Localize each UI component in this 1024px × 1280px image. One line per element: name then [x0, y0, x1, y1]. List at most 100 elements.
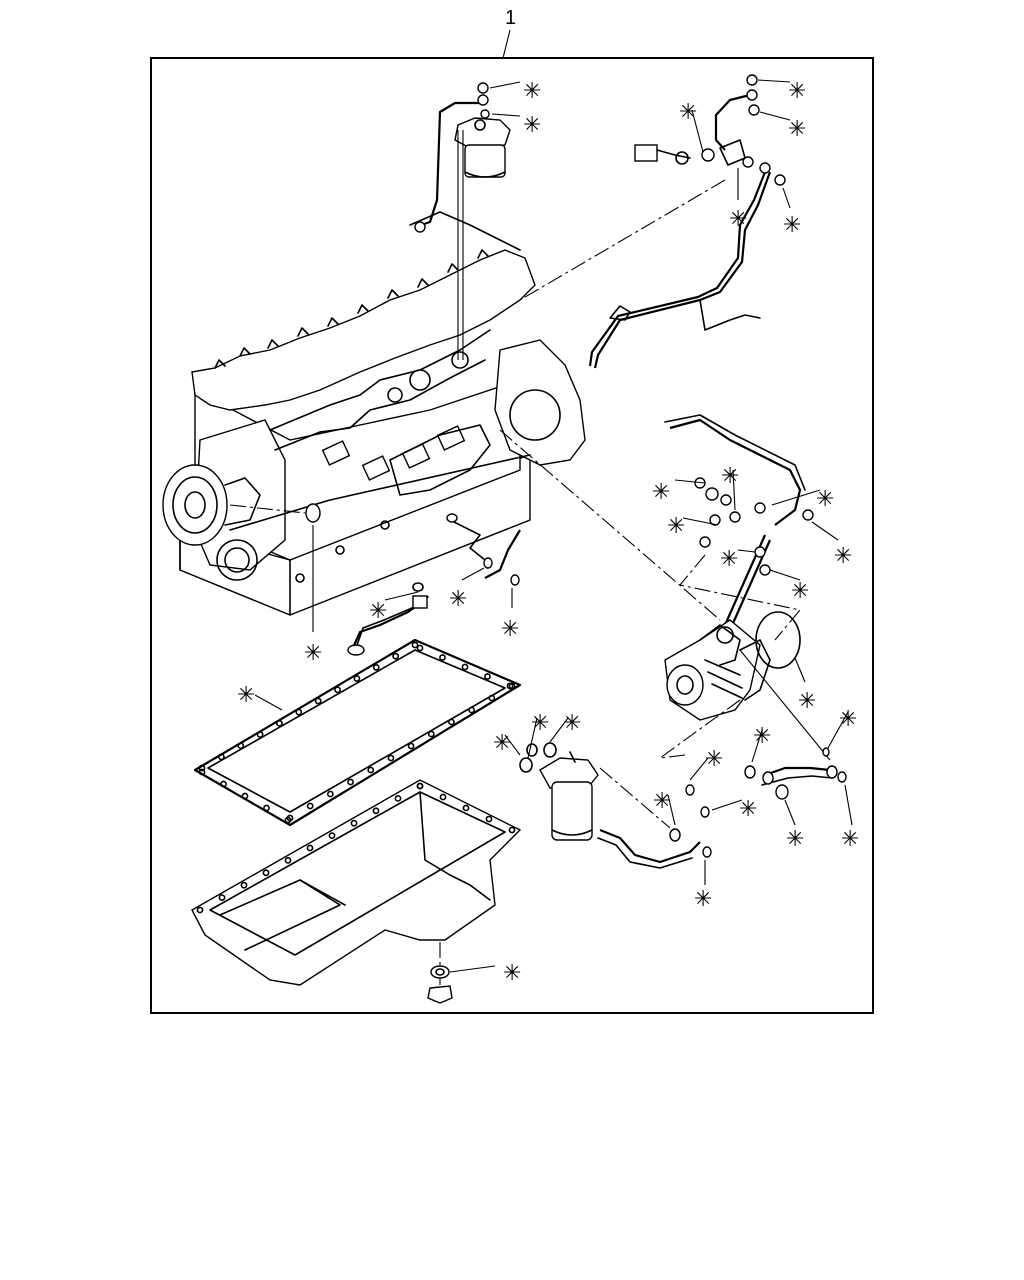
bolt-hole	[217, 753, 225, 761]
asterisk-marker: ✳	[652, 480, 670, 505]
bolt-hole	[218, 894, 226, 901]
fuel-lines-top-right	[588, 74, 791, 369]
alignment-line-pump	[499, 429, 721, 621]
bolt-hole	[394, 795, 402, 802]
asterisk-marker: ✳	[720, 547, 738, 572]
bolt-hole	[220, 780, 227, 788]
bolt-hole	[448, 718, 455, 726]
asterisk-marker: ✳	[501, 617, 519, 642]
bolt-hole	[284, 816, 292, 824]
star-markers: ✳ ✳ ✳ ✳ ✳ ✳ ✳ ✳ ✳ ✳ ✳ ✳ ✳ ✳ ✳ ✳ ✳ ✳ ✳ ✳ ✳ ✳ ✳ ✳ ✳ ✳ ✳ ✳ ✳ ✳ ✳ ✳	[237, 79, 859, 986]
fuel-lines-lower-right	[597, 711, 853, 885]
bolt-hole	[372, 807, 380, 815]
front-pulley	[162, 464, 261, 546]
bolt-hole	[262, 869, 270, 877]
bolt-hole	[392, 652, 400, 660]
fuel-lines-mid-right	[664, 414, 821, 631]
diagram-frame	[150, 57, 874, 1014]
bolt-hole	[196, 906, 204, 914]
bolt-hole	[306, 844, 314, 852]
bolt-hole	[347, 778, 354, 786]
asterisk-marker: ✳	[721, 464, 739, 489]
bolt-hole	[387, 754, 395, 762]
bolt-hole	[439, 654, 446, 661]
asterisk-marker: ✳	[694, 887, 712, 912]
oil-pan	[191, 779, 522, 986]
bolt-hole	[198, 764, 206, 772]
bolt-hole	[468, 706, 476, 714]
bolt-hole	[256, 731, 264, 738]
bolt-hole	[462, 804, 470, 812]
asterisk-marker: ✳	[523, 79, 541, 104]
bolt-hole	[411, 641, 419, 649]
asterisk-marker: ✳	[304, 641, 322, 666]
bolt-hole	[506, 682, 514, 690]
bolt-hole	[328, 832, 336, 839]
bolt-hole	[367, 766, 375, 774]
asterisk-marker: ✳	[788, 79, 806, 104]
asterisk-marker: ✳	[729, 207, 747, 232]
asterisk-marker: ✳	[449, 587, 467, 612]
bolt-hole	[314, 697, 322, 705]
oil-pan-gasket	[193, 638, 522, 827]
fuel-filter-top	[454, 117, 511, 178]
asterisk-marker: ✳	[563, 711, 581, 736]
bolt-hole	[407, 742, 415, 750]
bolt-hole	[508, 826, 516, 834]
engine-block	[179, 211, 586, 616]
callout-leader	[502, 29, 511, 59]
bolt-hole	[295, 708, 303, 716]
asterisk-marker: ✳	[841, 827, 859, 852]
bolt-hole	[372, 663, 380, 671]
bolt-hole	[241, 792, 249, 800]
bolt-hole	[353, 675, 361, 682]
asterisk-marker: ✳	[503, 961, 521, 986]
bolt-hole	[326, 790, 334, 798]
asterisk-marker: ✳	[834, 544, 852, 569]
sensor-bracket	[446, 513, 521, 608]
asterisk-marker: ✳	[493, 731, 511, 756]
pump-gasket	[755, 611, 806, 683]
bolt-hole	[240, 881, 248, 889]
asterisk-marker: ✳	[786, 827, 804, 852]
asterisk-marker: ✳	[798, 689, 816, 714]
bolt-hole	[416, 782, 424, 790]
asterisk-marker: ✳	[679, 100, 697, 125]
asterisk-marker: ✳	[753, 724, 771, 749]
bolt-hole	[461, 663, 469, 671]
asterisk-marker: ✳	[705, 747, 723, 772]
bolt-hole	[488, 694, 496, 702]
bolt-hole	[416, 644, 424, 652]
bolt-hole	[427, 730, 435, 738]
drain-plug	[427, 942, 496, 1004]
asterisk-marker: ✳	[839, 707, 857, 732]
bolt-hole	[284, 857, 292, 864]
bolt-hole	[350, 819, 358, 827]
secondary-fuel-filter	[519, 742, 599, 841]
fuel-line-top-left	[417, 101, 480, 228]
asterisk-marker: ✳	[523, 113, 541, 138]
bolt-hole	[198, 768, 206, 776]
dipstick-tube	[347, 582, 429, 656]
asterisk-marker: ✳	[739, 797, 757, 822]
oring-block	[305, 503, 321, 523]
asterisk-marker: ✳	[237, 683, 255, 708]
callout-number: 1	[505, 7, 516, 29]
asterisk-marker: ✳	[653, 789, 671, 814]
asterisk-marker: ✳	[369, 599, 387, 624]
asterisk-marker: ✳	[531, 711, 549, 736]
bolt-hole	[485, 815, 493, 823]
asterisk-marker: ✳	[816, 487, 834, 512]
bolt-hole	[439, 793, 447, 801]
injection-pump	[664, 619, 771, 721]
asterisk-marker: ✳	[667, 514, 685, 539]
pressure-sensor	[634, 139, 746, 166]
bolt-hole	[276, 719, 283, 727]
bolt-hole	[484, 673, 491, 680]
bolt-hole	[237, 742, 245, 750]
asterisk-marker: ✳	[783, 213, 801, 238]
alignment-line-sensor	[519, 179, 726, 301]
asterisk-marker: ✳	[791, 579, 809, 604]
asterisk-marker: ✳	[788, 117, 806, 142]
